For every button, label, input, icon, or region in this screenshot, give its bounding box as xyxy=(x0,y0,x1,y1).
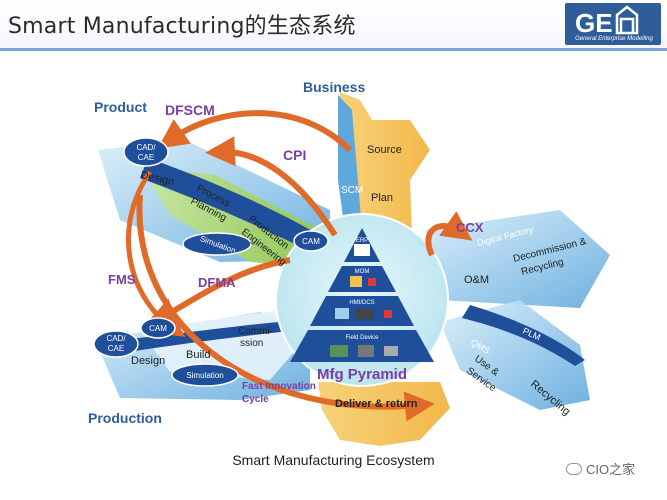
fast-innovation-label-2: Cycle xyxy=(242,394,269,405)
dfscm-label: DFSCM xyxy=(165,102,215,118)
wechat-icon xyxy=(566,463,582,475)
cam-top-badge xyxy=(293,230,329,252)
erp-label: ERP xyxy=(356,238,368,244)
cad-cae-top-badge xyxy=(123,137,169,167)
design-swoosh-bottom xyxy=(120,320,300,352)
mom-label: MOM xyxy=(355,269,370,275)
simulation-top-badge xyxy=(182,232,252,256)
field-device-label: Field Device xyxy=(345,335,379,341)
commission-line2: ssion xyxy=(240,338,263,349)
hmi-alert-icon xyxy=(384,310,392,318)
slide-title: Smart Manufacturing的生态系统 xyxy=(8,14,356,39)
deliver-chevron xyxy=(318,382,450,446)
production-label: Production xyxy=(88,410,162,426)
product-label: Product xyxy=(94,99,147,115)
logo-subtitle: General Enterprise Modelling xyxy=(575,36,653,42)
svg-text:GE: GE xyxy=(575,8,613,37)
ccx-arrow xyxy=(425,211,473,257)
cad-cae-top-line1: CAD/ xyxy=(136,143,156,152)
business-column xyxy=(340,92,430,232)
dcs-unit-icon xyxy=(356,309,374,319)
plan-label: Plan xyxy=(371,192,393,204)
recycling-arm xyxy=(440,300,590,410)
source-label: Source xyxy=(367,144,402,156)
cpi-arrow xyxy=(205,136,338,237)
scm-label: SCM xyxy=(341,185,363,196)
commission-line1: Commi- xyxy=(238,326,273,337)
gem-logo-mark: GE xyxy=(575,5,639,38)
deliver-return-label: Deliver & return xyxy=(335,398,418,410)
cpi-label: CPI xyxy=(283,147,306,163)
cam-top-label: CAM xyxy=(302,237,320,246)
mom-alert-icon xyxy=(368,278,376,286)
erp-screen-icon xyxy=(354,244,370,256)
cad-cae-bottom-badge xyxy=(93,330,139,358)
cam-bottom-label: CAM xyxy=(149,324,167,333)
design-bottom-label: Design xyxy=(131,355,165,367)
dfscm-arrow xyxy=(157,110,353,153)
cad-cae-bottom-line1: CAD/ xyxy=(106,334,126,343)
hmi-screen-icon xyxy=(335,308,349,319)
mom-device-icon xyxy=(350,276,362,287)
cam-bottom-badge xyxy=(140,317,176,339)
dfma-label: DFMA xyxy=(198,275,236,290)
gem-logo: GE xyxy=(565,3,661,45)
mfg-pyramid-title: Mfg Pyramid xyxy=(317,366,407,383)
cad-cae-bottom-line2: CAE xyxy=(108,344,124,353)
business-label: Business xyxy=(303,79,365,95)
cio-watermark: CIO之家 xyxy=(566,459,635,478)
diagram-caption: Smart Manufacturing Ecosystem xyxy=(232,452,435,468)
field-device-icon-3 xyxy=(384,346,398,356)
field-device-icon-1 xyxy=(330,345,348,357)
build-label: Build xyxy=(186,349,210,361)
fast-innovation-arrow xyxy=(136,194,435,422)
design-swoosh-top xyxy=(140,158,345,262)
fms-arrow xyxy=(126,170,186,337)
simulation-bottom-label: Simulation xyxy=(186,371,223,380)
cad-cae-top-line2: CAE xyxy=(138,153,154,162)
slide-header: Smart Manufacturing的生态系统 GE General Ente… xyxy=(0,0,667,51)
simulation-bottom-badge xyxy=(171,363,239,387)
scm-strip xyxy=(338,95,362,232)
field-device-icon-2 xyxy=(358,345,374,357)
ccx-label: CCX xyxy=(456,220,484,235)
fast-innovation-label-1: Fast Innovation xyxy=(242,381,316,392)
watermark-text: CIO之家 xyxy=(586,462,636,477)
plm-swoosh xyxy=(462,305,585,366)
hmi-dcs-label: HMI/DCS xyxy=(349,300,374,306)
fms-label: FMS xyxy=(108,272,136,287)
om-label: O&M xyxy=(464,274,489,286)
